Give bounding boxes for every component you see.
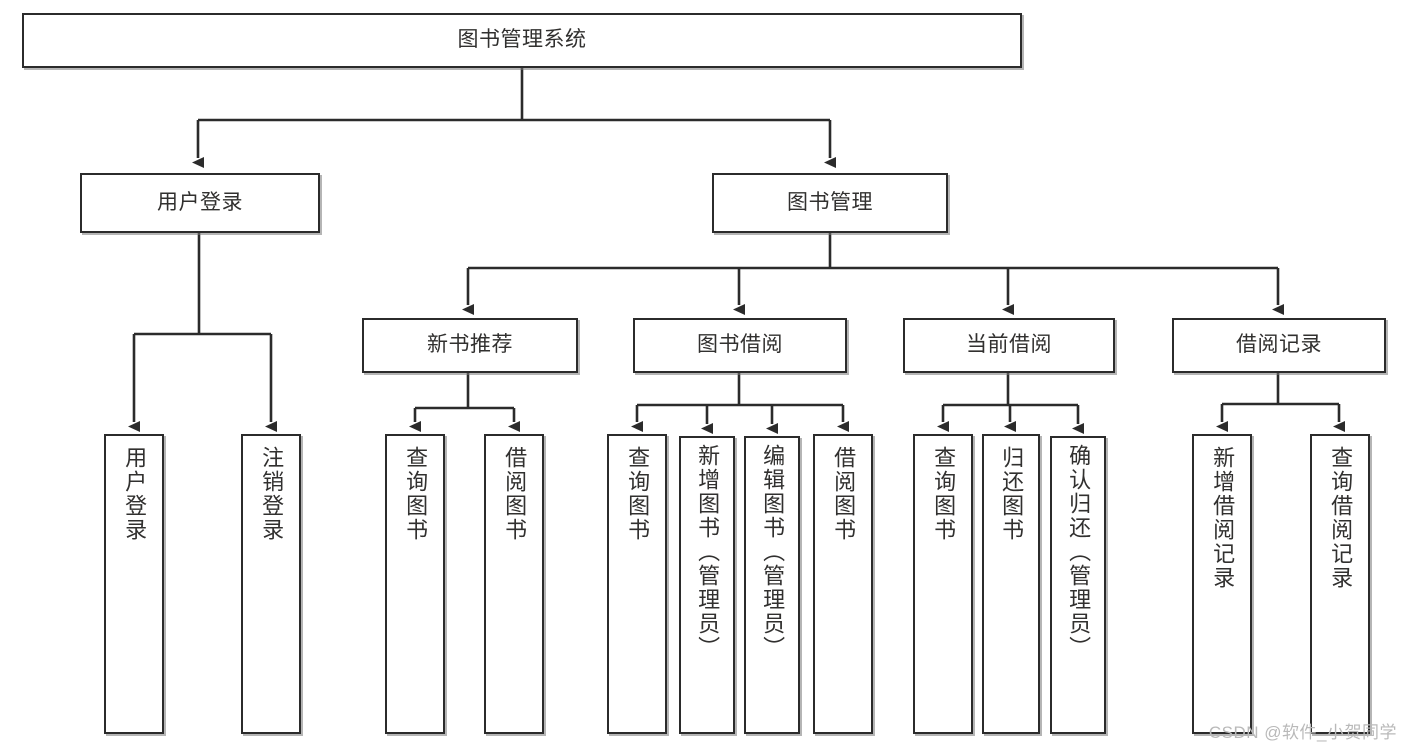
node-leaf-user-logout-label: 注销登录	[259, 446, 285, 542]
node-leaf-return-book-label: 归还图书	[999, 446, 1025, 542]
node-book-borrow[interactable]: 图书借阅	[633, 318, 847, 373]
node-book-borrow-label: 图书借阅	[697, 333, 783, 357]
node-new-book-recommend-label: 新书推荐	[427, 333, 513, 357]
node-leaf-query-book-3-label: 查询图书	[931, 446, 957, 542]
node-leaf-user-login-label: 用户登录	[122, 446, 148, 542]
node-leaf-query-book-2[interactable]: 查询图书	[607, 434, 667, 734]
node-leaf-query-book-1[interactable]: 查询图书	[385, 434, 445, 734]
node-leaf-add-book-label: 新增图书（管理员）	[695, 444, 721, 660]
node-leaf-add-book[interactable]: 新增图书（管理员）	[679, 436, 735, 734]
node-user-login[interactable]: 用户登录	[80, 173, 320, 233]
node-leaf-query-record[interactable]: 查询借阅记录	[1310, 434, 1370, 734]
node-borrow-record[interactable]: 借阅记录	[1172, 318, 1386, 373]
node-leaf-add-record-label: 新增借阅记录	[1210, 446, 1236, 590]
node-leaf-add-record[interactable]: 新增借阅记录	[1192, 434, 1252, 734]
csdn-watermark: CSDN @软件_小贺同学	[1208, 723, 1397, 742]
node-leaf-borrow-book-1-label: 借阅图书	[502, 446, 528, 542]
node-new-book-recommend[interactable]: 新书推荐	[362, 318, 578, 373]
node-leaf-edit-book[interactable]: 编辑图书（管理员）	[744, 436, 800, 734]
node-borrow-record-label: 借阅记录	[1236, 333, 1322, 357]
node-leaf-confirm-return[interactable]: 确认归还（管理员）	[1050, 436, 1106, 734]
node-leaf-query-book-1-label: 查询图书	[403, 446, 429, 542]
node-leaf-return-book[interactable]: 归还图书	[982, 434, 1040, 734]
node-leaf-confirm-return-label: 确认归还（管理员）	[1066, 444, 1092, 660]
node-leaf-user-login[interactable]: 用户登录	[104, 434, 164, 734]
node-root-label: 图书管理系统	[457, 28, 587, 52]
node-leaf-borrow-book-2-label: 借阅图书	[831, 446, 857, 542]
node-root[interactable]: 图书管理系统	[22, 13, 1022, 68]
node-leaf-query-record-label: 查询借阅记录	[1328, 446, 1354, 590]
node-leaf-borrow-book-2[interactable]: 借阅图书	[813, 434, 873, 734]
node-current-borrow-label: 当前借阅	[966, 333, 1052, 357]
node-leaf-query-book-2-label: 查询图书	[625, 446, 651, 542]
node-leaf-user-logout[interactable]: 注销登录	[241, 434, 301, 734]
node-book-manage-label: 图书管理	[787, 190, 873, 214]
node-user-login-label: 用户登录	[157, 190, 243, 214]
node-leaf-borrow-book-1[interactable]: 借阅图书	[484, 434, 544, 734]
node-leaf-query-book-3[interactable]: 查询图书	[913, 434, 973, 734]
node-current-borrow[interactable]: 当前借阅	[903, 318, 1115, 373]
node-leaf-edit-book-label: 编辑图书（管理员）	[760, 444, 786, 660]
node-book-manage[interactable]: 图书管理	[712, 173, 948, 233]
